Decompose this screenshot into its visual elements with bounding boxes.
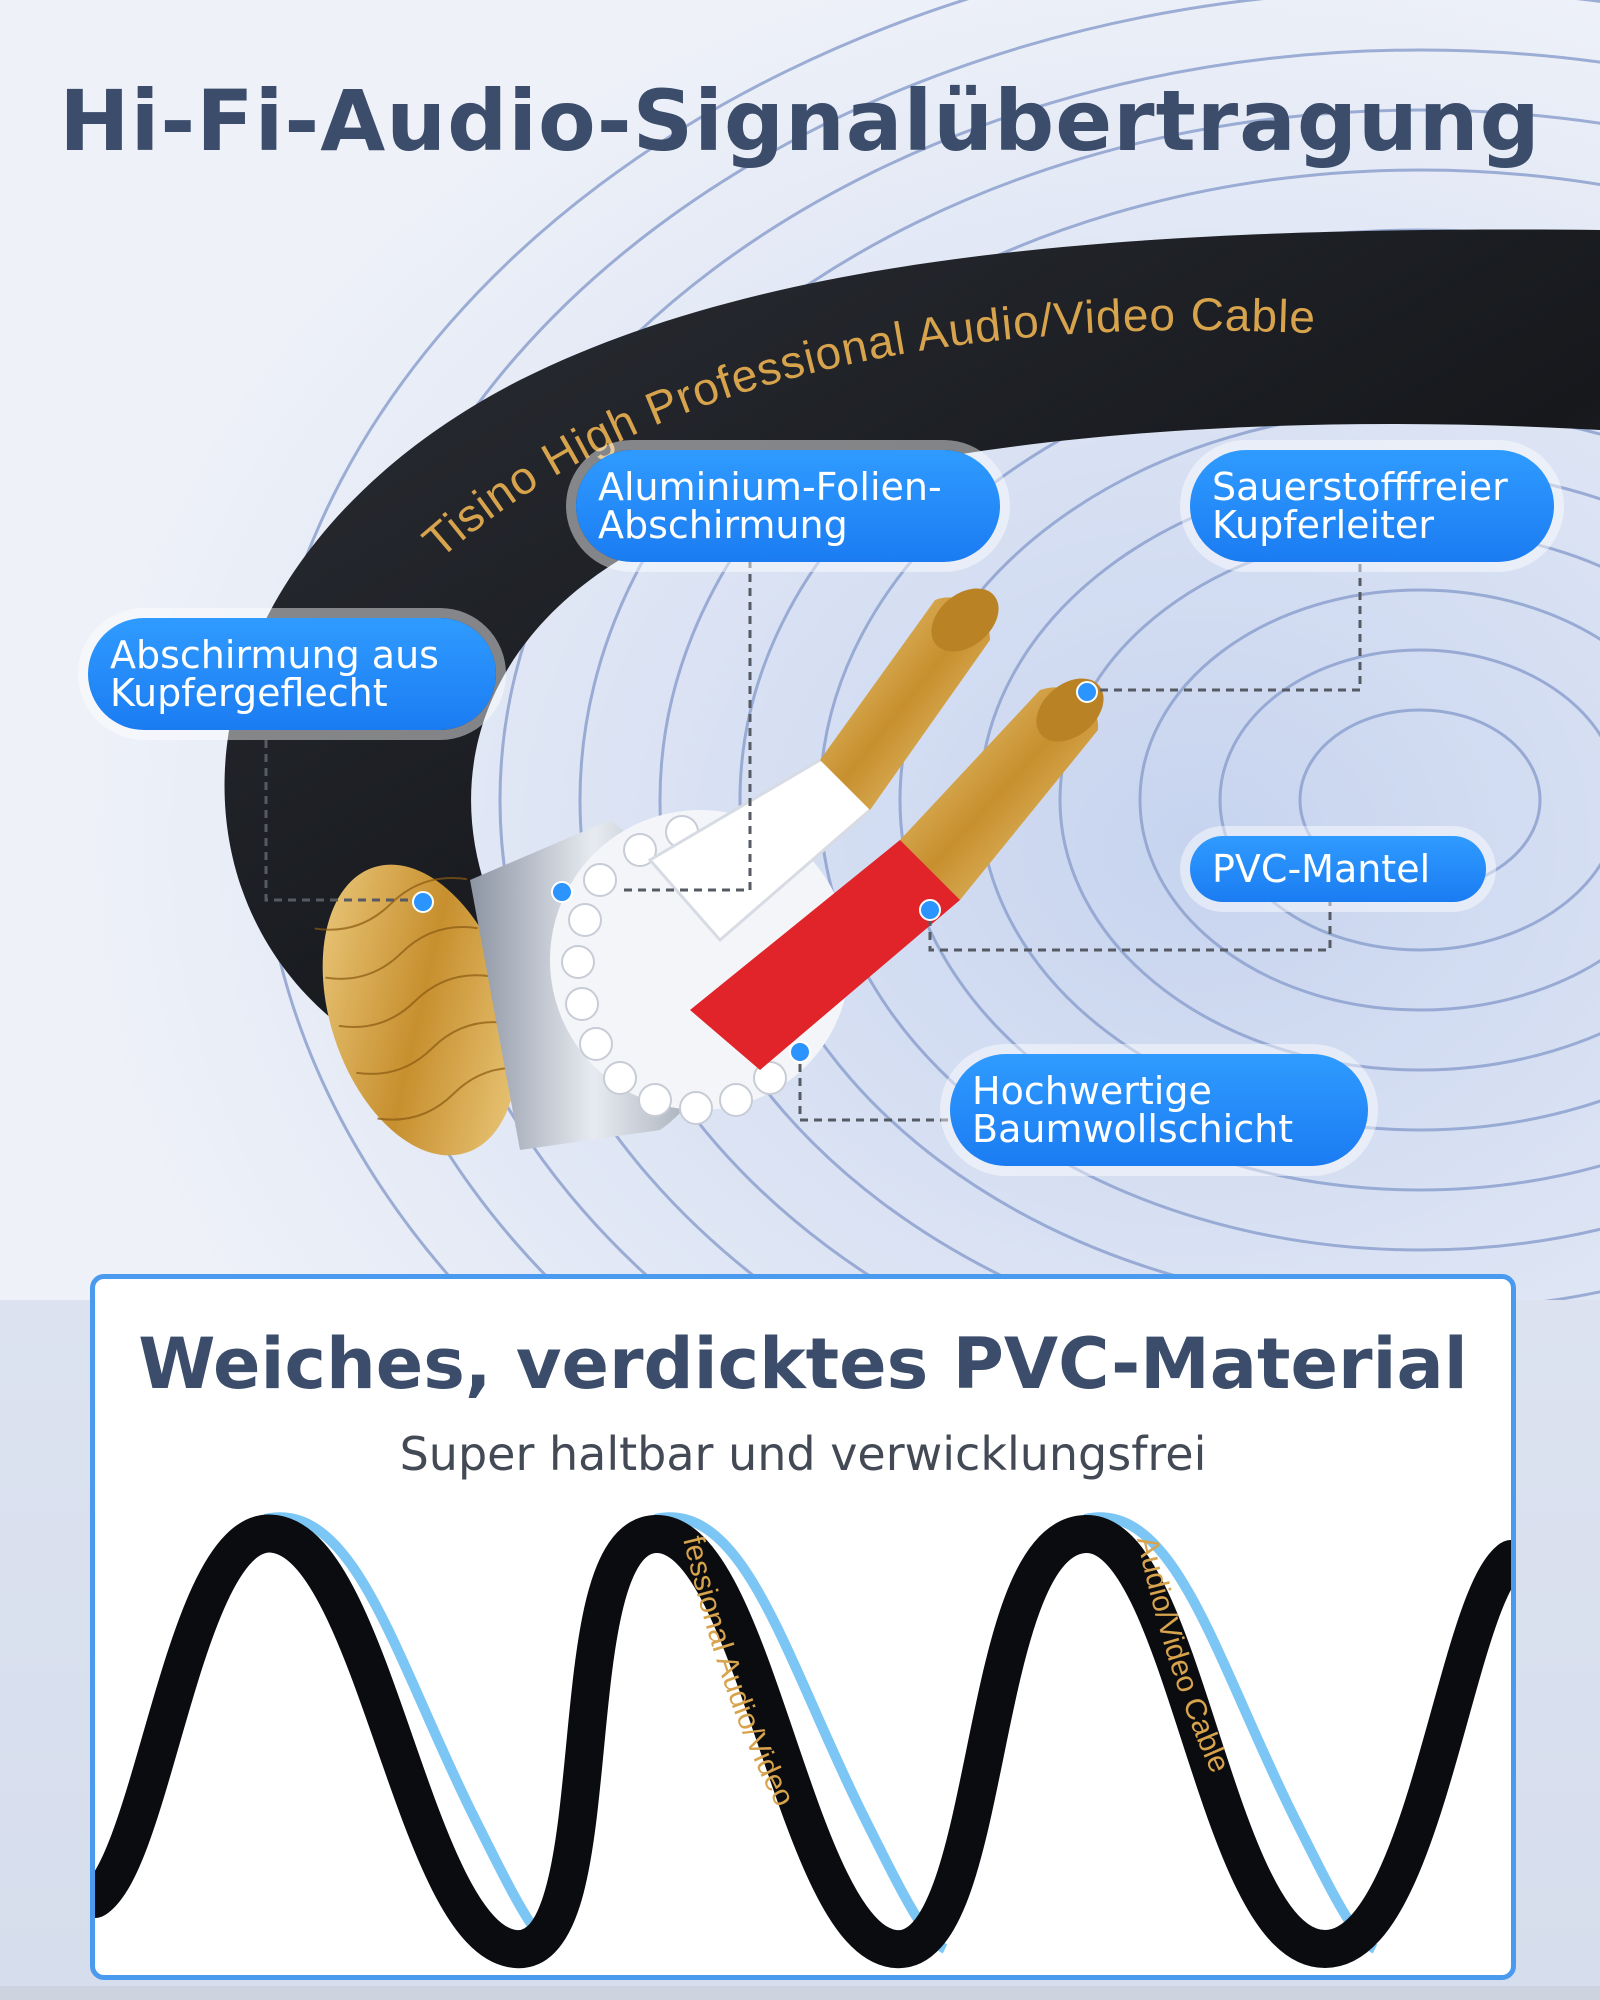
flexible-cable-wave-illustration: fessional Audio/Video Audio/Video Cable (95, 1512, 1511, 1969)
feature-panel: Weiches, verdicktes PVC-Material Super h… (90, 1274, 1516, 1980)
callout-line: Aluminium-Folien- (598, 465, 942, 509)
callout-line: PVC-Mantel (1212, 847, 1431, 891)
wave-print-text: fessional Audio/Video (676, 1533, 801, 1812)
callout-line: Abschirmung aus (110, 633, 439, 677)
callout-cotton-layer: Hochwertige Baumwollschicht (950, 1054, 1368, 1166)
page-title: Hi-Fi-Audio-Signalübertragung (59, 72, 1541, 170)
cable-end (314, 588, 1104, 1156)
callout-line: Abschirmung (598, 503, 848, 547)
callout-aluminium-shielding: Aluminium-Folien- Abschirmung (576, 450, 1000, 562)
marker-dot-aluminium (551, 881, 573, 903)
callout-line: Hochwertige (972, 1069, 1212, 1113)
callout-copper-conductor: Sauerstofffreier Kupferleiter (1190, 450, 1554, 562)
marker-dot-pvc (919, 899, 941, 921)
cable-cross-section-illustration: Tisino High Professional Audio/Video Cab… (0, 0, 1600, 1300)
marker-dot-cotton (789, 1041, 811, 1063)
marker-dot-copper (1076, 681, 1098, 703)
callout-copper-braid: Abschirmung aus Kupfergeflecht (88, 618, 496, 730)
marker-dot-braid (412, 891, 434, 913)
callout-pvc-jacket: PVC-Mantel (1190, 836, 1486, 902)
callout-line: Baumwollschicht (972, 1107, 1294, 1151)
callout-line: Kupfergeflecht (110, 671, 388, 715)
coiled-cable (224, 229, 1600, 1040)
feature-title: Weiches, verdicktes PVC-Material (138, 1323, 1468, 1405)
callout-line: Sauerstofffreier (1212, 465, 1508, 509)
leader-lines (264, 550, 1362, 1122)
bottom-strip (0, 1986, 1600, 2000)
callout-line: Kupferleiter (1212, 503, 1435, 547)
feature-subtitle: Super haltbar und verwicklungsfrei (399, 1427, 1207, 1481)
